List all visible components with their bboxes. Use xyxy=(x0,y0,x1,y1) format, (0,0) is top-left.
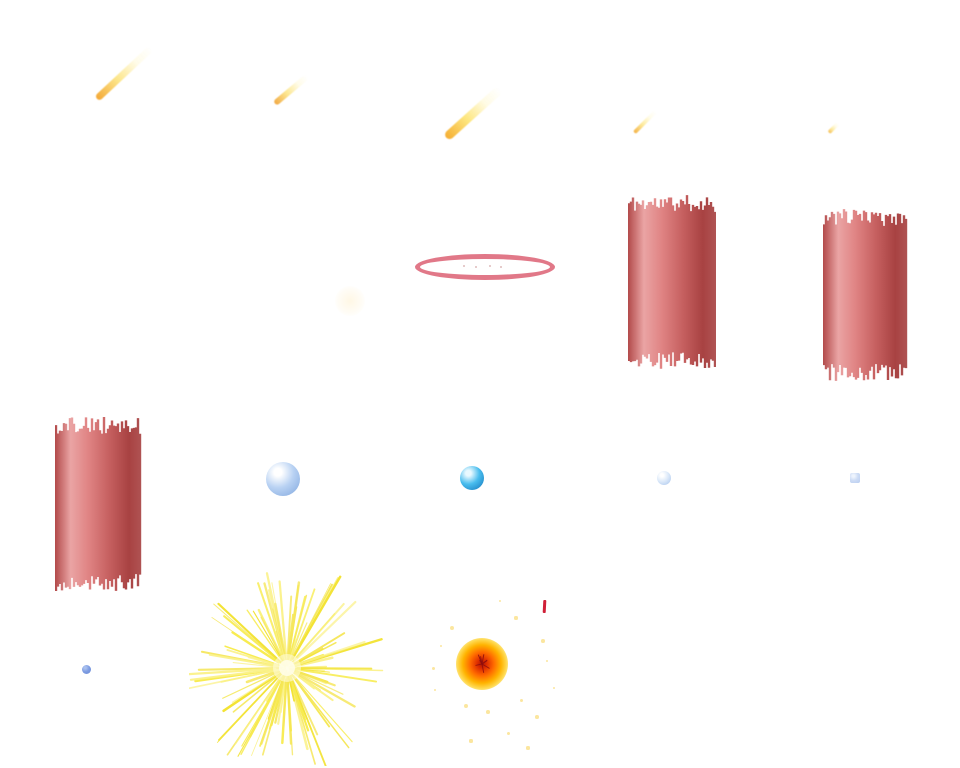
comet-streak-sprite xyxy=(443,85,503,141)
speckle-dot xyxy=(506,731,510,735)
bubble-sprite xyxy=(850,473,860,483)
comet-streak-sprite xyxy=(826,121,840,135)
speckle-dot xyxy=(462,264,466,268)
comet-streak-sprite xyxy=(272,74,310,106)
speckle-dot xyxy=(464,704,468,708)
speckle-dot xyxy=(526,746,530,750)
speckle-dot xyxy=(552,686,556,690)
speckle-dot xyxy=(488,264,492,268)
bubble-sprite xyxy=(266,462,300,496)
speckle-dot xyxy=(431,666,435,670)
speckle-dot xyxy=(474,265,478,269)
firework-burst-sprite xyxy=(183,570,385,768)
speckle-dot xyxy=(439,644,443,648)
speckle-dot xyxy=(469,739,473,743)
speckle-dot xyxy=(519,698,523,702)
speckle-dot xyxy=(498,599,502,603)
bubble-sprite xyxy=(657,471,671,485)
glow-ball-sprite xyxy=(456,638,508,690)
speckle-dot xyxy=(535,715,539,719)
speckle-dot xyxy=(486,710,490,714)
firecracker-tube-sprite xyxy=(822,208,908,382)
comet-streak-sprite xyxy=(632,109,658,135)
soft-glow-sprite xyxy=(335,286,365,316)
speckle-dot xyxy=(433,688,437,692)
speckle-dot xyxy=(545,659,549,663)
speckle-dot xyxy=(541,639,545,643)
firecracker-tube-sprite xyxy=(627,194,717,370)
firecracker-tube-sprite xyxy=(54,416,142,592)
halo-ring-sprite xyxy=(415,254,555,280)
comet-streak-sprite xyxy=(94,45,154,101)
red-spark-sprite xyxy=(542,599,547,614)
speckle-dot xyxy=(514,616,518,620)
speckle-dot xyxy=(450,626,454,630)
blue-dot-sprite xyxy=(81,664,91,674)
bubble-sprite xyxy=(460,466,484,490)
speckle-dot xyxy=(499,265,503,269)
